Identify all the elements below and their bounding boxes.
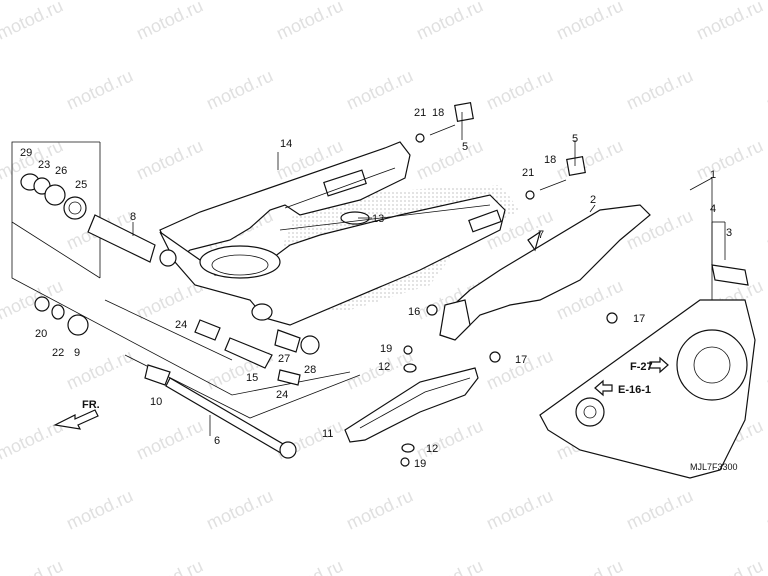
watermark-text: motod.ru (623, 485, 696, 533)
watermark-text: motod.ru (273, 555, 346, 576)
watermark-text: motod.ru (0, 415, 66, 463)
watermark-text: motod.ru (0, 0, 66, 44)
callout-25: 25 (75, 179, 87, 191)
swingarm (159, 141, 506, 326)
watermark-text: motod.ru (623, 65, 696, 113)
callout-5-lower: 5 (572, 133, 578, 145)
callout-27: 27 (278, 353, 290, 365)
fasteners (400, 102, 618, 467)
watermark-text: motod.ru (343, 485, 416, 533)
callout-19-lower: 19 (414, 458, 426, 470)
watermark-text: motod.ru (133, 415, 206, 463)
callout-10: 10 (150, 396, 162, 408)
watermark-text: motod.ru (0, 555, 66, 576)
front-direction-label: FR. (82, 399, 100, 411)
callout-1: 1 (710, 169, 716, 181)
callout-16: 16 (408, 306, 420, 318)
callout-3: 3 (726, 227, 732, 239)
watermark-text: motod.ru (483, 485, 556, 533)
callout-24-upper: 24 (175, 319, 187, 331)
callout-20: 20 (35, 328, 47, 340)
watermark-text: motod.ru (763, 485, 768, 533)
callout-29: 29 (20, 147, 32, 159)
watermark-text: motod.ru (553, 555, 626, 576)
callout-22: 22 (52, 347, 64, 359)
drive-chain (539, 264, 756, 479)
reference-f27: F-27 (630, 361, 653, 373)
watermark-text: motod.ru (763, 345, 768, 393)
watermark-text: motod.ru (133, 555, 206, 576)
front-direction-indicator: FR. (53, 399, 100, 430)
watermark-text: motod.ru (483, 65, 556, 113)
watermark-text: motod.ru (763, 205, 768, 253)
watermark-text: motod.ru (553, 135, 626, 183)
chain-slider (344, 367, 479, 443)
watermark-text: motod.ru (63, 485, 136, 533)
callout-6: 6 (214, 435, 220, 447)
watermark-text: motod.ru (133, 135, 206, 183)
callout-9: 9 (74, 347, 80, 359)
callout-18-upper: 18 (432, 107, 444, 119)
callout-8: 8 (130, 211, 136, 223)
watermark-text: motod.ru (413, 0, 486, 44)
watermark-text: motod.ru (63, 65, 136, 113)
watermark-text: motod.ru (763, 65, 768, 113)
watermark-text: motod.ru (413, 135, 486, 183)
callout-26: 26 (55, 165, 67, 177)
callout-17-lower: 17 (515, 354, 527, 366)
watermark-text: motod.ru (343, 65, 416, 113)
reference-e16: E-16-1 (618, 384, 651, 396)
callout-17-upper: 17 (633, 313, 645, 325)
watermark-text: motod.ru (203, 485, 276, 533)
callout-4: 4 (710, 203, 716, 215)
watermark-text: motod.ru (693, 135, 766, 183)
callout-11: 11 (322, 428, 333, 440)
callout-21-upper: 21 (414, 107, 426, 119)
callout-23: 23 (38, 159, 50, 171)
callout-15: 15 (246, 372, 258, 384)
callout-14: 14 (280, 138, 292, 150)
callout-21-lower: 21 (522, 167, 534, 179)
watermark-text: motod.ru (203, 65, 276, 113)
callout-5-upper: 5 (462, 141, 468, 153)
watermark-text: motod.ru (693, 0, 766, 44)
pivot-parts (20, 173, 320, 459)
callout-13: 13 (372, 213, 384, 225)
watermark-text: motod.ru (413, 415, 486, 463)
watermark-text: motod.ru (273, 0, 346, 44)
watermark-text: motod.ru (693, 555, 766, 576)
callout-19-upper: 19 (380, 343, 392, 355)
callout-28: 28 (304, 364, 316, 376)
callout-12-upper: 12 (378, 361, 390, 373)
watermark-text: motod.ru (133, 0, 206, 44)
leader-lines (132, 112, 726, 436)
diagram-code: MJL7F3300 (690, 462, 738, 472)
callout-18-lower: 18 (544, 154, 556, 166)
watermark-text: motod.ru (553, 0, 626, 44)
callout-2: 2 (590, 194, 596, 206)
callout-7: 7 (538, 229, 544, 241)
callout-24-lower: 24 (276, 389, 288, 401)
chain-guard (439, 204, 651, 341)
reference-arrows (594, 356, 669, 397)
callout-12-lower: 12 (426, 443, 438, 455)
watermark-text: motod.ru (413, 555, 486, 576)
